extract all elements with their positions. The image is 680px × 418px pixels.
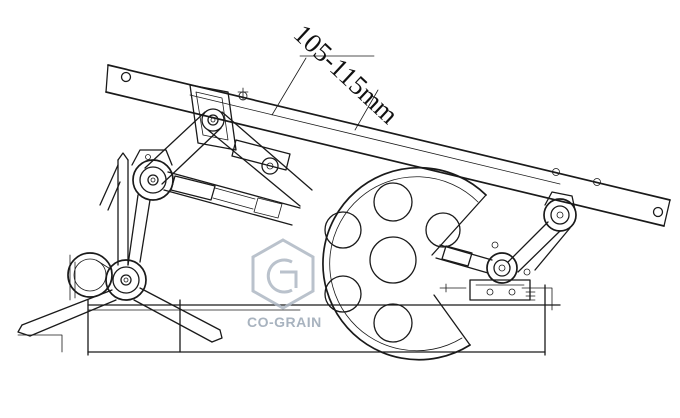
right-lower-hub-icon — [486, 252, 518, 284]
lower-pivot-icon — [105, 259, 147, 301]
horizontal-link — [163, 171, 301, 226]
left-hub-icon — [132, 159, 174, 201]
drum-hole-upper-left-icon — [324, 211, 362, 249]
lower-left-wheel-icon — [67, 252, 113, 298]
co-grain-logo: CO-GRAIN — [247, 238, 322, 330]
drum-hole-upper-right-icon — [425, 212, 461, 248]
drum-hole-center-icon — [369, 236, 417, 284]
main-drum — [322, 166, 487, 361]
drum-hole-bottom-icon — [373, 303, 413, 343]
upper-links — [144, 111, 313, 207]
right-upper-pivot-icon — [543, 198, 577, 232]
drum-hole-top-icon — [373, 182, 413, 222]
right-assembly — [435, 191, 577, 301]
left-legs — [99, 152, 151, 266]
drum-hole-lower-left-icon — [324, 275, 362, 313]
upper-pivot-icon — [201, 108, 225, 132]
beam-hole-left-icon — [120, 71, 132, 83]
beam-hole-right-icon — [652, 206, 664, 218]
upper-left-bracket — [189, 84, 237, 151]
watermark-text: CO-GRAIN — [247, 314, 322, 330]
left-crank-hub — [131, 149, 174, 201]
dimension-annotation: 105-115mm — [271, 18, 404, 131]
lower-left-assembly — [17, 252, 223, 343]
drum-outer-rim — [322, 166, 487, 361]
